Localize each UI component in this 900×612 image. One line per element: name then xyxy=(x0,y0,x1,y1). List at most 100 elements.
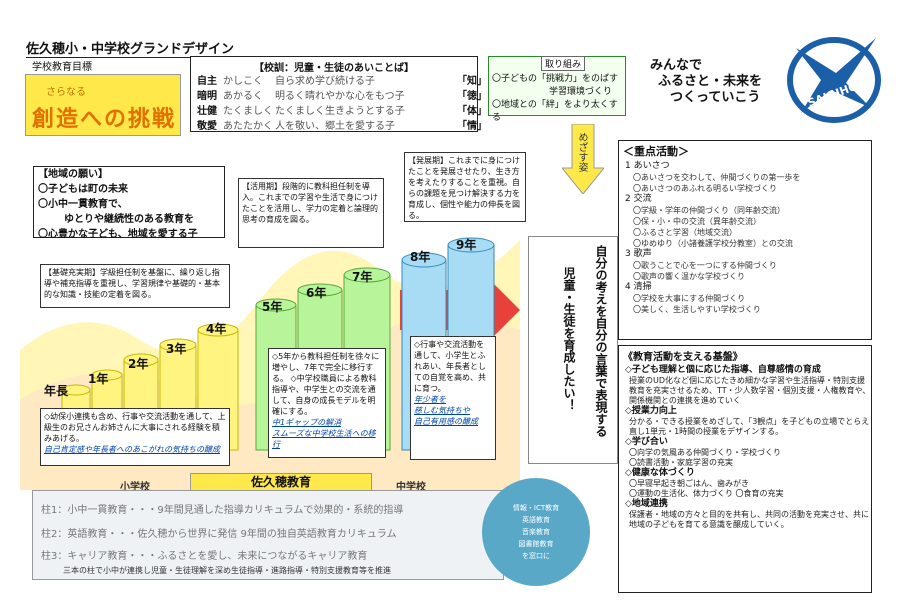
focus-item: 〇保・小・中の交流（異年齢交流） xyxy=(633,217,761,226)
target-vision: 自分の考えを自分の言葉で表現する 児童・生徒を育成したい！ xyxy=(528,236,618,464)
motto-char: 「情」 xyxy=(457,121,487,132)
motto-key: 壮健 xyxy=(197,106,217,117)
slogan-line: みんなで xyxy=(650,58,703,73)
effort-heading: 取り組み xyxy=(541,56,586,71)
note-late-em: 慈しむ気持ちや xyxy=(414,406,470,415)
focus-section: 1 あいさつ xyxy=(625,161,670,171)
focus-item: 〇学級・学年の仲間づくり（同年齢交流） xyxy=(633,206,785,215)
aim-arrow: めざす姿 xyxy=(562,124,604,194)
motto-desc: 明るく晴れやかな心をもつ子 xyxy=(275,91,405,102)
motto-reading: たくましく xyxy=(223,106,273,117)
motto-heading: 【校訓：児童・生徒のあいことば】 xyxy=(254,63,414,74)
support-section: ◇子ども理解と個に応じた指導、自尊感情の育成 xyxy=(625,365,821,375)
note-mid-em: スムーズな中学校生活への移行 xyxy=(272,429,376,449)
motto-key: 自主 xyxy=(197,76,217,87)
motto-desc: 自ら求め学び続ける子 xyxy=(275,76,375,87)
note-late: ◇行事や交流活動を通して、小学生とふれあい、年長者としての自覚を高め、共に育つ。… xyxy=(410,336,496,460)
cyl-2-top xyxy=(123,353,159,367)
year-label: 8年 xyxy=(410,250,431,264)
cyl-6-top xyxy=(297,283,343,297)
focus-item: 〇あいさつを交わして、仲間づくりの第一歩を xyxy=(633,173,801,182)
focus-activities: ＜重点活動＞ 1 あいさつ 〇あいさつを交わして、仲間づくりの第一歩を 〇あいさ… xyxy=(618,140,872,340)
focus-item: 〇歌うことで心を一つにする仲間づくり xyxy=(633,261,777,270)
motto-row: 暗明あかるく明るく晴れやかな心をもつ子「徳」 xyxy=(191,89,487,104)
slogan-line: ふるさと・未来を xyxy=(658,74,763,89)
year-label: 1年 xyxy=(88,372,109,386)
pillar-3: 柱3：キャリア教育・・・ふるさとを愛し、未来につながるキャリア教育 xyxy=(41,551,368,562)
arrow-down-icon xyxy=(562,124,604,194)
page-title: 佐久穂小・中学校グランドデザイン xyxy=(26,38,235,58)
pillar-1: 柱1：小中一貫教育・・・9年間見通した指導カリキュラムで効果的・系統的指導 xyxy=(41,505,404,516)
aim-label: めざす姿 xyxy=(576,132,587,172)
motto-reading: かしこく xyxy=(223,76,263,87)
year-label: 7年 xyxy=(352,270,373,284)
cyl-4-top xyxy=(197,323,239,337)
note-early: ◇幼保小連携も含め、行事や交流活動を通して、上級生のお兄さんお姉さんに大事にされ… xyxy=(40,408,230,466)
motto-reading: あたたかく xyxy=(223,121,273,132)
support-section: ◇地域連携 xyxy=(625,499,668,509)
year-label: 3年 xyxy=(166,342,187,356)
slogan: みんなで ふるさと・未来を つくっていこう xyxy=(650,58,762,106)
wish-line: 〇子どもは町の未来 xyxy=(38,184,128,195)
support-item: 〇早寝早起き朝ごはん、歯みがき xyxy=(629,479,749,488)
circle-item: 音楽教育 xyxy=(522,528,550,536)
cyl-8-top xyxy=(401,252,447,268)
note-mid-text: ◇5年から教科担任制を徐々に増やし、7年で完全に移行する。 ◇中学校職員による教… xyxy=(272,352,380,416)
effort-line: 〇子どもの「挑戦力」をのばす xyxy=(492,74,619,84)
phase-basic: 【基礎充実期】学級担任制を基盤に、繰り返し指導や補充指導を重視し、学習規律や基礎… xyxy=(40,264,230,308)
motto-desc: 人を敬い、郷土を愛する子 xyxy=(275,121,395,132)
goal-label: 学校教育目標 xyxy=(32,62,92,73)
circle-item: 情報・ICT教育 xyxy=(512,504,560,512)
label-junior: 中学校 xyxy=(396,482,426,493)
support-item: 〇読書活動・家庭学習の充実 xyxy=(629,458,733,467)
cyl-5-top xyxy=(255,298,297,312)
pillars-base: 柱1：小中一貫教育・・・9年間見通した指導カリキュラムで効果的・系統的指導 柱2… xyxy=(32,490,504,580)
label-elementary: 小学校 xyxy=(120,482,150,493)
focus-section: 4 清掃 xyxy=(625,282,652,292)
note-early-text: ◇幼保小連携も含め、行事や交流活動を通して、上級生のお兄さんお姉さんに大事にされ… xyxy=(44,412,226,443)
banner-main: 創造への挑戦 xyxy=(32,107,177,132)
motto-char: 「徳」 xyxy=(457,91,487,102)
vision-line-b: 児童・生徒を育成したい！ xyxy=(562,267,576,411)
support-item: 〇運動の生活化、体力づくり 〇食育の充実 xyxy=(629,489,784,498)
support-item: 保護者・地域の方々と目的を共有し、共同の活動を充実させ、共に地域の子どもを育てる… xyxy=(629,510,869,529)
motto-box: 【校訓：児童・生徒のあいことば】 自主かしこく自ら求め学び続ける子「知」 暗明あ… xyxy=(190,56,487,132)
focus-item: 〇学校を大事にする仲間づくり xyxy=(633,294,746,303)
note-early-em: 自己肯定感や年長者へのあこがれの気持ちの醸成 xyxy=(44,445,220,454)
circle-item: 図書館教育 xyxy=(518,540,554,548)
year-label: 9年 xyxy=(456,238,477,252)
note-late-em: 自己有用感の醸成 xyxy=(414,417,478,426)
focus-heading: ＜重点活動＞ xyxy=(623,145,689,158)
focus-item: 〇ふるさと学習（地域交流） xyxy=(633,228,737,237)
focus-section: 2 交流 xyxy=(625,194,652,204)
cyl-k-top xyxy=(61,384,91,396)
note-mid-em: 中1ギャップの解消 xyxy=(272,418,342,427)
cyl-1-top xyxy=(91,369,123,381)
cyl-9-top xyxy=(447,237,495,253)
motto-reading: あかるく xyxy=(223,91,263,102)
phase-active: 【活用期】段階的に教科担任制を導入。これまでの学習や生活で身につけたことを活用し… xyxy=(238,178,384,248)
cyl-3-top xyxy=(159,338,197,352)
focus-item: 〇歌声の響く温かな学校づくり xyxy=(633,272,745,281)
region-wish: 【地域の願い】 〇子どもは町の未来 〇小中一貫教育で、 ゆとりや継続性のある教育… xyxy=(33,166,225,240)
focus-section: 3 歌声 xyxy=(625,249,652,259)
support-section: ◇学び合い xyxy=(625,437,668,447)
note-mid: ◇5年から教科担任制を徐々に増やし、7年で完全に移行する。 ◇中学校職員による教… xyxy=(268,348,386,458)
year-label: 5年 xyxy=(262,300,283,314)
support-item: 授業のUD化など個に応じたきめ細かな学習や生活指導・特別支援教育を充実させるため… xyxy=(629,376,871,405)
phase-develop: 【発展期】これまでに身につけたことを発展させたり、生き方を考えたりすることを重視… xyxy=(404,152,526,222)
wish-line: ゆとりや継続性のある教育を xyxy=(64,214,194,225)
motto-row: 自主かしこく 自ら求め学び続ける子 「知」 xyxy=(191,74,487,89)
label-center: 佐久穂教育 xyxy=(190,473,372,491)
focus-item: 〇ゆめゆり（小諸養護学校分教室）との交流 xyxy=(633,239,793,248)
motto-char: 「体」 xyxy=(457,106,487,117)
support-foundation: 《教育活動を支える基盤》 ◇子ども理解と個に応じた指導、自尊感情の育成 授業のU… xyxy=(618,345,872,593)
wish-line: 〇心豊かな子ども、地域を愛する子 xyxy=(38,229,198,240)
motto-char: 「知」 xyxy=(457,76,487,87)
support-section: ◇授業力向上 xyxy=(625,406,677,416)
motto-desc: たくましく生きようとする子 xyxy=(275,106,405,117)
year-label: 年長 xyxy=(44,384,69,398)
motto-row: 壮健たくましくたくましく生きようとする子 「体」 xyxy=(191,104,487,119)
pillar-2: 柱2：英語教育・・・佐久穂から世界に発信 9年間の独自英語教育カリキュラム xyxy=(41,529,397,540)
goal-banner: さらなる 創造への挑戦 xyxy=(25,74,181,136)
